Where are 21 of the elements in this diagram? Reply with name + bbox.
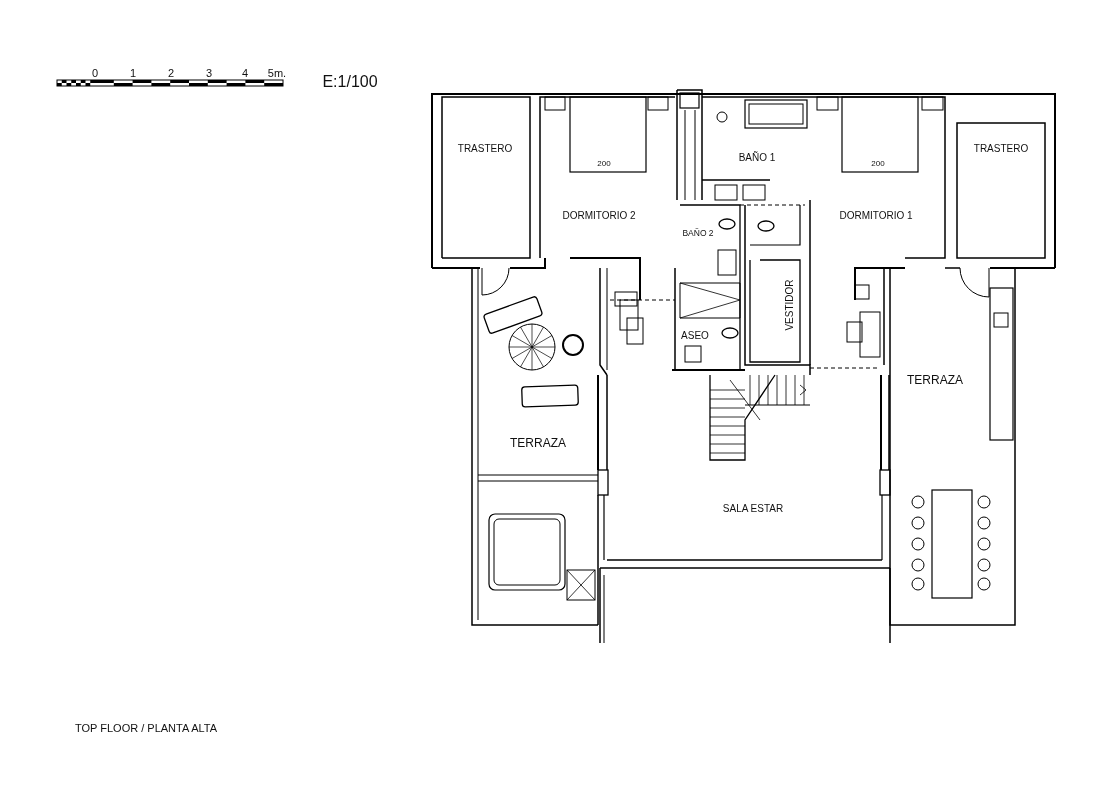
scale-number: 3 [205, 67, 213, 79]
scale-number: 1 [129, 67, 137, 79]
room-label: DORMITORIO 2 [562, 211, 636, 221]
room-label: TERRAZA [510, 437, 566, 449]
scale-number: 4 [241, 67, 249, 79]
scale-ratio: E:1/100 [322, 74, 378, 90]
room-label: BAÑO 1 [738, 153, 776, 163]
room-label: TRASTERO [973, 144, 1029, 154]
scale-number: 5m. [267, 67, 287, 79]
scale-number: 2 [167, 67, 175, 79]
room-label: VESTIDOR [785, 279, 795, 331]
room-label: TERRAZA [907, 374, 963, 386]
room-label: BAÑO 2 [682, 228, 714, 238]
scale-number: 0 [91, 67, 99, 79]
bed-size-label: 200 [597, 160, 611, 168]
room-label: SALA ESTAR [722, 504, 784, 514]
plan-caption: TOP FLOOR / PLANTA ALTA [75, 722, 218, 734]
room-label: ASEO [681, 331, 709, 341]
bed-size-label: 200 [871, 160, 885, 168]
room-label: DORMITORIO 1 [839, 211, 913, 221]
room-label: TRASTERO [457, 144, 513, 154]
